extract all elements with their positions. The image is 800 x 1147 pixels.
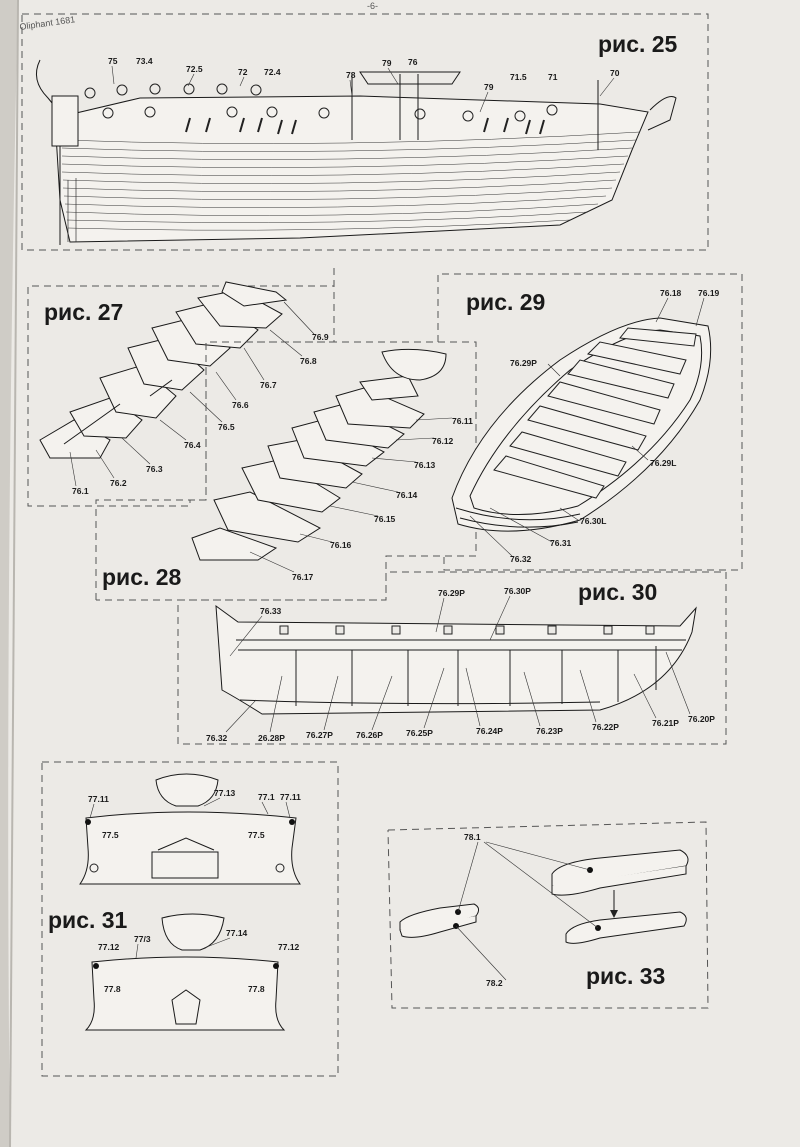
hull-drawing xyxy=(35,59,677,245)
fig31-label: 77/3 xyxy=(134,934,151,944)
fig29-label: 76.32 xyxy=(510,554,532,564)
fig31-label: 77.14 xyxy=(226,928,248,938)
fig30-label: 76.21P xyxy=(652,718,679,728)
fig31-label: 77.11 xyxy=(88,794,109,804)
fig31-label: 77.8 xyxy=(104,984,121,994)
figure-30: рис. 30 76.33 76.29P 76.30P 76.32 26 xyxy=(177,571,727,745)
fig27-labels: 76.1 76.2 76.3 76.4 76.5 76.6 76.7 76.8 … xyxy=(69,301,329,496)
fig25-labels: 75 73.4 72.5 72 72.4 78 79 76 79 71.5 71… xyxy=(108,56,620,113)
fig29-label: 76.30L xyxy=(580,516,606,526)
fig30-label: 76.25P xyxy=(406,728,433,738)
fig30-label: 76.32 xyxy=(206,733,228,743)
fig31-title: рис. 31 xyxy=(48,907,128,933)
fig25-label: 73.4 xyxy=(136,56,153,66)
parts-drawing xyxy=(399,849,689,944)
fig25-label: 72 xyxy=(238,67,248,77)
figure-27: рис. 27 76.1 76.2 76.3 76.4 76.5 76.6 76… xyxy=(27,268,335,507)
fig31-label: 77.5 xyxy=(248,830,265,840)
fig29-label: 76.29L xyxy=(650,458,676,468)
fig25-label: 79 xyxy=(484,82,494,92)
fig28-label: 76.13 xyxy=(414,460,436,470)
fig30-title: рис. 30 xyxy=(578,579,657,605)
fig30-label: 76.30P xyxy=(504,586,531,596)
fig25-label: 71 xyxy=(548,72,558,82)
fig30-label: 76.29P xyxy=(438,588,465,598)
fig33-label: 78.1 xyxy=(464,832,481,842)
fig30-label: 76.22P xyxy=(592,722,619,732)
fig29-label: 76.18 xyxy=(660,288,682,298)
figure-28: рис. 28 76.17 76.16 76.15 76.14 76.13 76… xyxy=(95,341,477,601)
fig31-label: 77.12 xyxy=(278,942,300,952)
fig28-label: 76.17 xyxy=(292,572,314,582)
boat-drawing xyxy=(451,317,712,532)
fig28-label: 76.15 xyxy=(374,514,396,524)
fig28-label: 76.14 xyxy=(396,490,418,500)
figure-25: рис. 25 xyxy=(21,13,709,251)
fig27-label: 76.5 xyxy=(218,422,235,432)
fig33-labels: 78.1 78.2 xyxy=(455,832,599,988)
fig25-label: 75 xyxy=(108,56,118,66)
fig31-label: 77.12 xyxy=(98,942,120,952)
fig25-label: 76 xyxy=(408,57,418,67)
frames-stack xyxy=(39,281,288,459)
fig27-label: 76.9 xyxy=(312,332,329,342)
fig30-label: 76.27P xyxy=(306,730,333,740)
fig28-label: 76.16 xyxy=(330,540,352,550)
frames-stack-2 xyxy=(191,348,447,561)
figure-31: рис. 31 77.11 77.13 77.1 77.11 77.5 77.5… xyxy=(41,761,339,1077)
fig31-label: 77.1 xyxy=(258,792,275,802)
fig31-labels: 77.11 77.13 77.1 77.11 77.5 77.5 77.12 7… xyxy=(88,788,301,994)
fig25-label: 78 xyxy=(346,70,356,80)
fig25-label: 71.5 xyxy=(510,72,527,82)
transom-upper xyxy=(79,773,301,885)
fig25-label: 72.5 xyxy=(186,64,203,74)
fig28-labels: 76.17 76.16 76.15 76.14 76.13 76.12 76.1… xyxy=(249,416,473,582)
fig25-label: 72.4 xyxy=(264,67,281,77)
fig31-label: 77.8 xyxy=(248,984,265,994)
fig28-title: рис. 28 xyxy=(102,564,182,590)
figure-33: рис. 33 78.1 78.2 xyxy=(387,821,709,1009)
fig30-label: 76.23P xyxy=(536,726,563,736)
fig29-label: 76.29P xyxy=(510,358,537,368)
transom-lower xyxy=(84,913,286,1031)
fig27-label: 76.2 xyxy=(110,478,127,488)
page-number: -6- xyxy=(367,1,378,11)
fig31-label: 77.5 xyxy=(102,830,119,840)
fig27-title: рис. 27 xyxy=(44,299,123,325)
boat-side-drawing xyxy=(215,604,697,715)
fig27-label: 76.8 xyxy=(300,356,317,366)
fig25-label: 79 xyxy=(382,58,392,68)
fig28-label: 76.11 xyxy=(452,416,473,426)
fig31-label: 77.13 xyxy=(214,788,236,798)
fig30-label: 26.28P xyxy=(258,733,285,743)
fig27-label: 76.6 xyxy=(232,400,249,410)
fig27-label: 76.1 xyxy=(72,486,89,496)
fig30-label: 76.33 xyxy=(260,606,282,616)
fig29-labels: 76.18 76.19 76.29P 76.29L 76.30L 76.31 7… xyxy=(469,288,720,564)
fig30-label: 76.20P xyxy=(688,714,715,724)
figure-29: рис. 29 76.18 76.19 76.29P 76.29L 76.30L… xyxy=(437,273,743,571)
fig30-labels: 76.33 76.29P 76.30P 76.32 26.28P 76.27P … xyxy=(206,586,715,743)
fig33-title: рис. 33 xyxy=(586,963,665,989)
fig27-label: 76.3 xyxy=(146,464,163,474)
fig30-label: 76.26P xyxy=(356,730,383,740)
fig29-label: 76.19 xyxy=(698,288,720,298)
fig33-label: 78.2 xyxy=(486,978,503,988)
fig31-label: 77.11 xyxy=(280,792,301,802)
fig27-label: 76.7 xyxy=(260,380,277,390)
fig30-label: 76.24P xyxy=(476,726,503,736)
fig25-title: рис. 25 xyxy=(598,31,678,57)
fig28-label: 76.12 xyxy=(432,436,454,446)
fig27-label: 76.4 xyxy=(184,440,201,450)
fig25-label: 70 xyxy=(610,68,620,78)
fig29-label: 76.31 xyxy=(550,538,572,548)
fig29-title: рис. 29 xyxy=(466,289,545,315)
